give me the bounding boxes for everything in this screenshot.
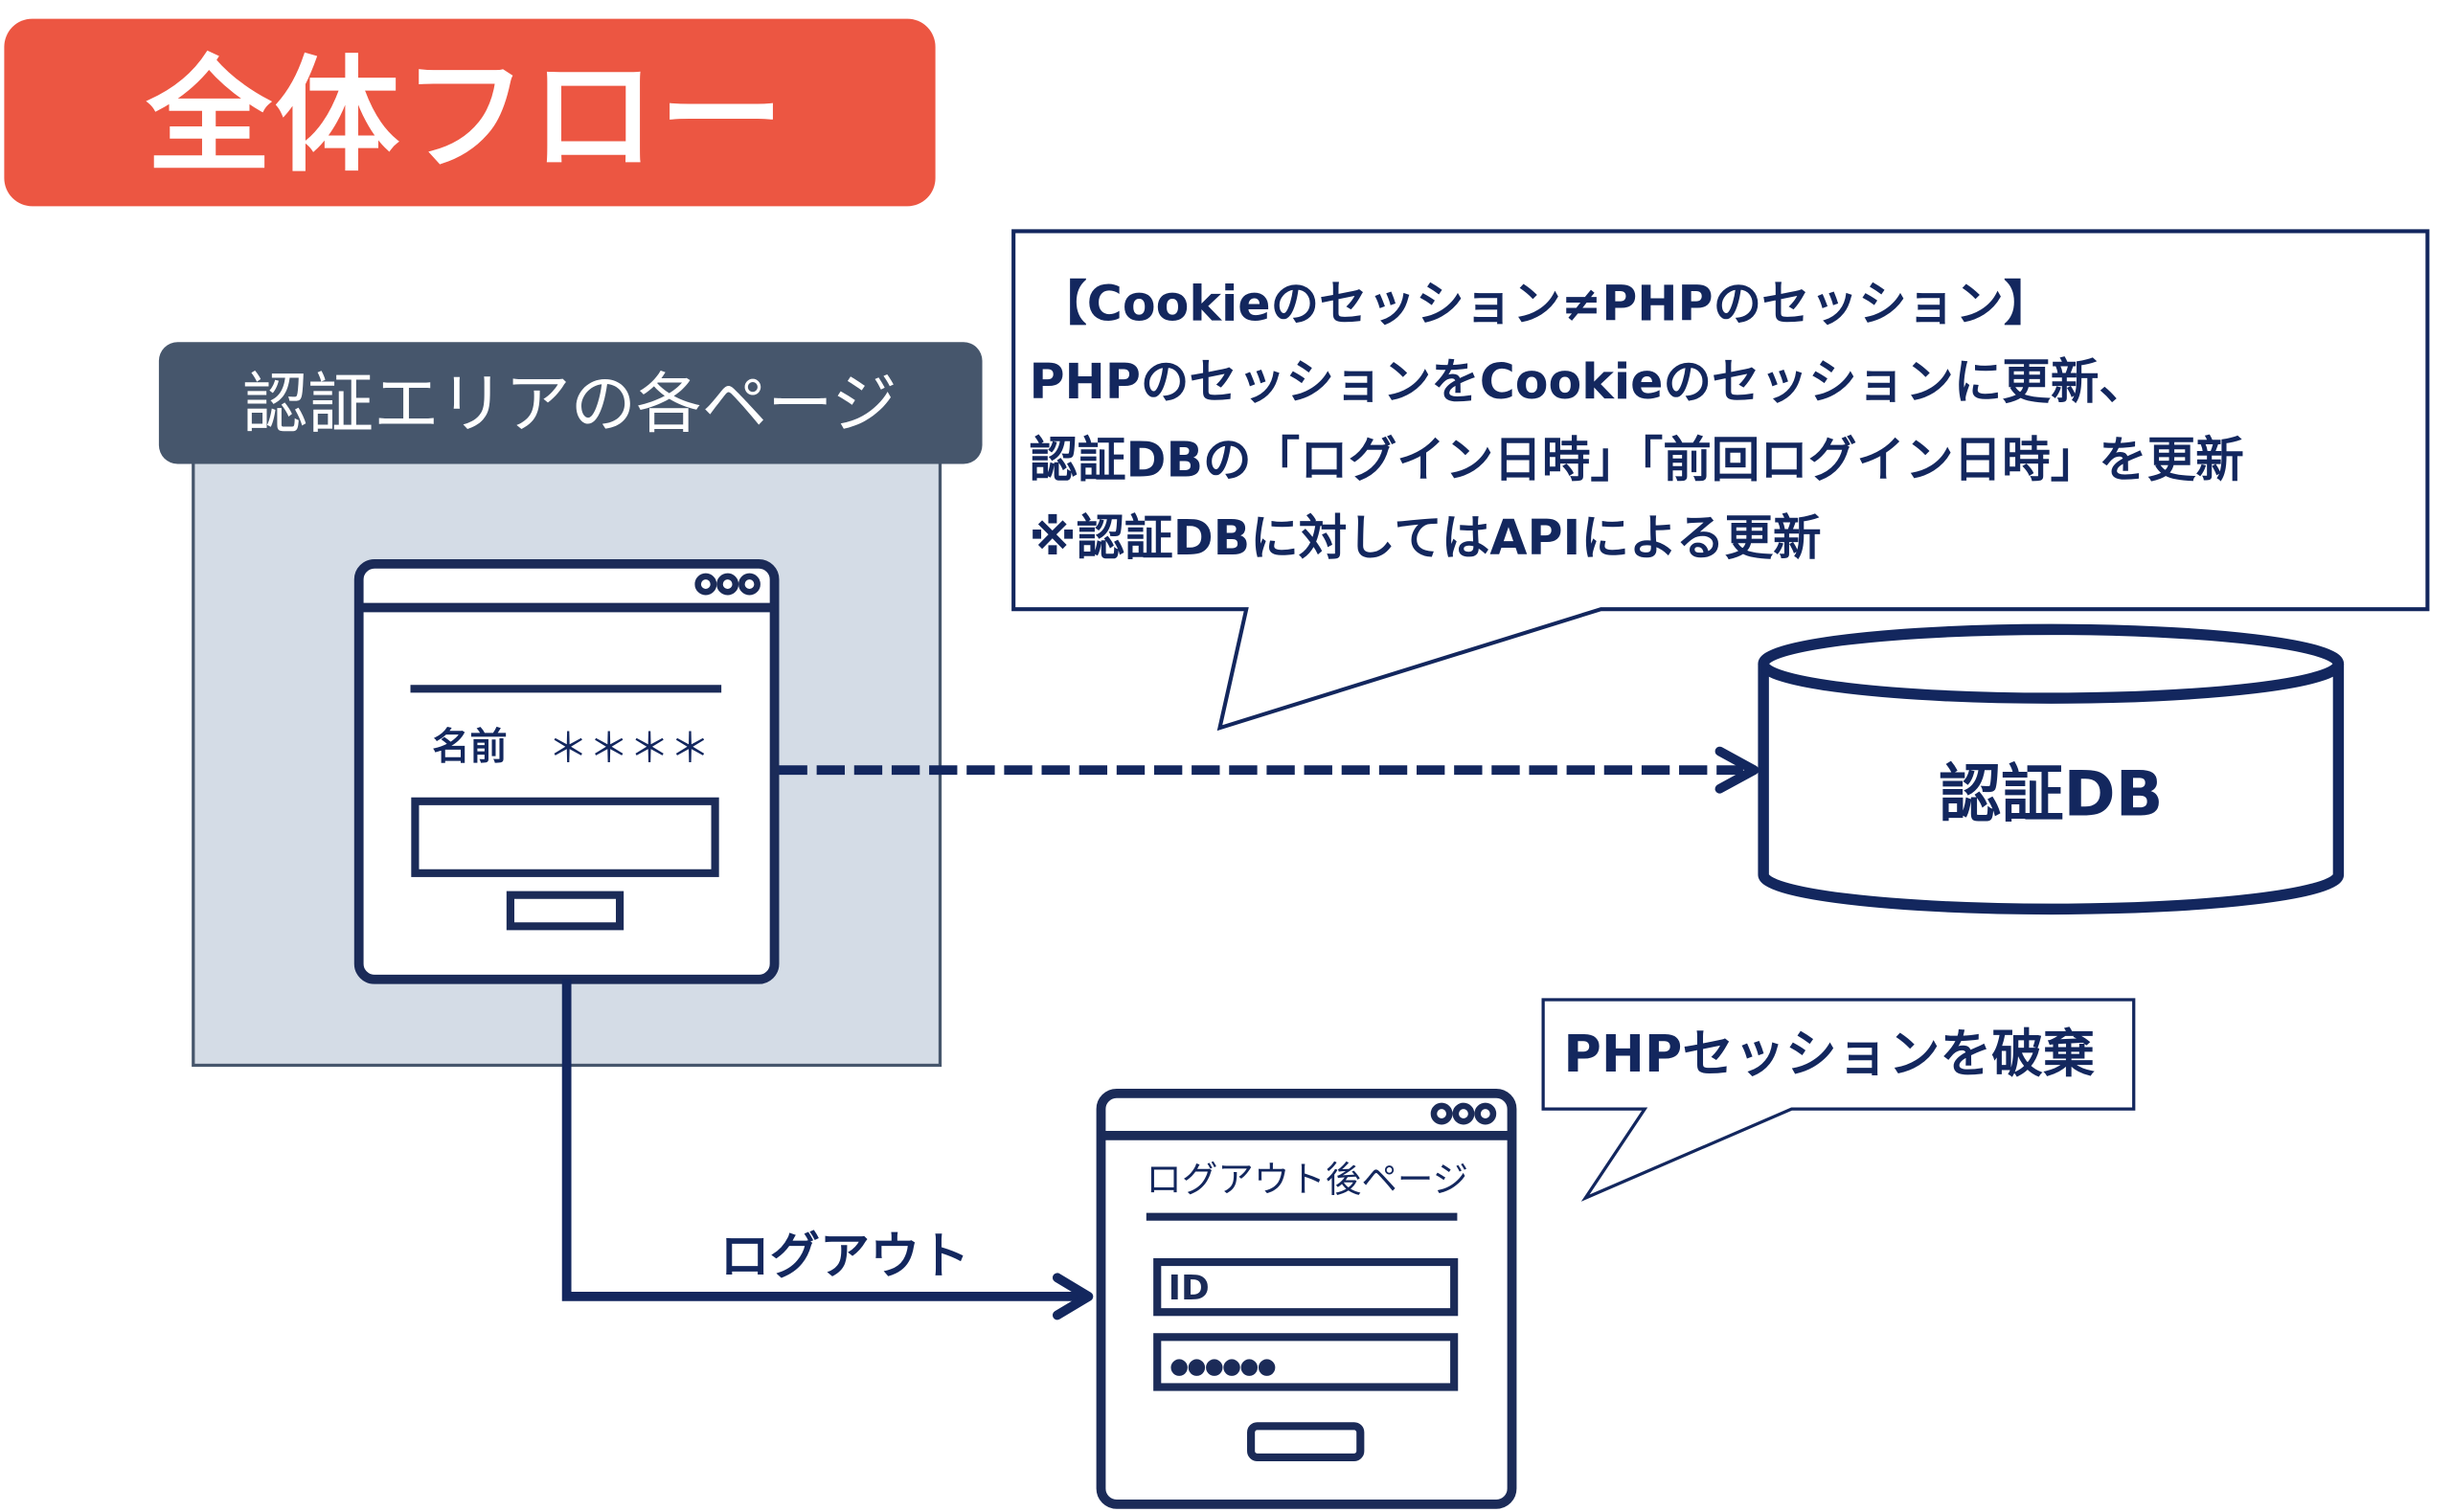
input-field[interactable] [411, 797, 719, 877]
login-button[interactable] [1247, 1422, 1365, 1461]
logout-page-title: ログアウト後ページ [1146, 1159, 1468, 1201]
auth-page-window: 名前 ＊＊＊＊ [353, 558, 780, 984]
password-input-field[interactable] [1153, 1333, 1459, 1391]
callout-bottom: PHPセッションを破棄 [1541, 998, 2136, 1202]
logout-page-window: ログアウト後ページ ID ●●●●●● [1096, 1088, 1517, 1509]
callout-top: 【Cookieのセッション≠PHPのセッション】 PHPのセッションをCooki… [1011, 229, 2430, 732]
masked-value: ＊＊＊＊ [548, 726, 711, 773]
title-banner: 全体フロー [4, 18, 936, 207]
window-controls-icon [1430, 1102, 1497, 1125]
callout-bottom-text: PHPセッションを破棄 [1563, 1024, 2095, 1084]
callout-top-line-2: PHPのセッションをCookieのセッションに更新、 [1029, 353, 2146, 410]
logout-label: ログアウト [720, 1228, 970, 1285]
database-cylinder-icon: 認証DB [1758, 623, 2345, 915]
id-field-text: ID [1169, 1269, 1210, 1308]
name-label: 名前 [432, 726, 507, 769]
callout-top-line-1: 【Cookieのセッション≠PHPのセッション】 [1038, 275, 2052, 331]
callout-top-line-4: ※認証DBに対してはAPIによる更新 [1029, 509, 1821, 566]
auth-area-title: 認証エリアの各ページ [242, 366, 897, 442]
database-label: 認証DB [1939, 757, 2163, 830]
db-update-arrow [779, 746, 1760, 794]
submit-button[interactable] [506, 891, 624, 931]
logout-arrow: ログアウト [561, 979, 1094, 1320]
callout-top-line-3: 認証DBの「ログイン日時」「前回ログイン日時」を更新 [1029, 432, 2243, 488]
window-controls-icon [694, 573, 761, 596]
auth-area-header [158, 342, 983, 464]
id-input-field[interactable] [1153, 1257, 1459, 1317]
page-title: 全体フロー [146, 43, 787, 189]
password-field-text: ●●●●●● [1169, 1354, 1275, 1379]
